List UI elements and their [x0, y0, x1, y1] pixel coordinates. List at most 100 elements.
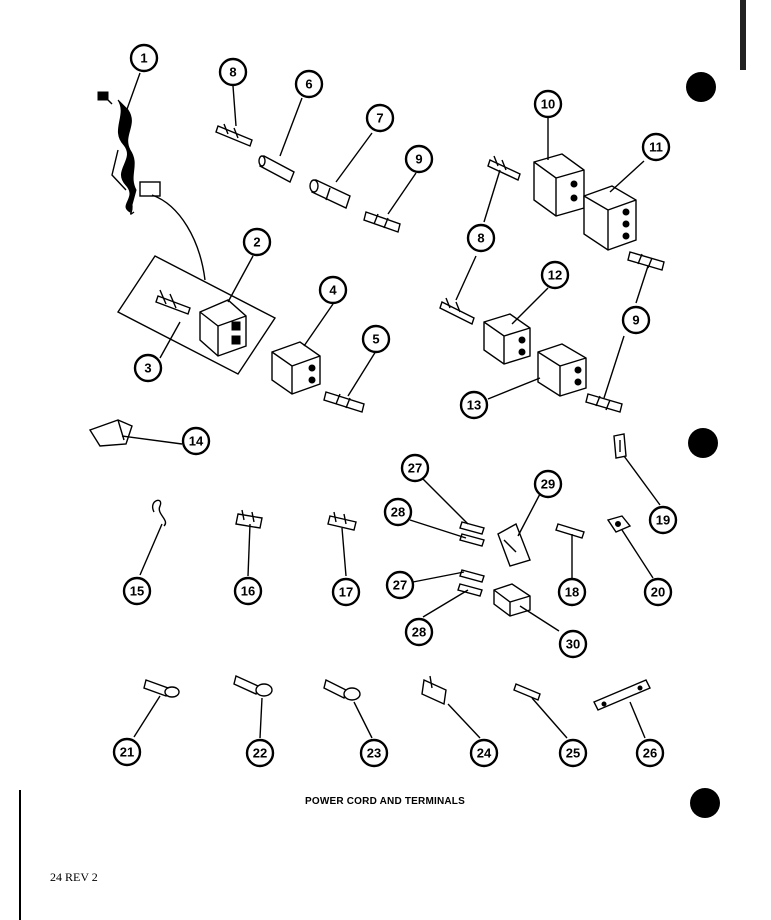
svg-text:8: 8 [477, 231, 484, 246]
svg-text:16: 16 [241, 584, 255, 599]
ring-terminal-21 [143, 679, 180, 698]
callout-16: 16 [233, 576, 263, 606]
svg-text:19: 19 [656, 513, 670, 528]
callout-26: 26 [635, 738, 665, 768]
power-cord-bundle [97, 91, 206, 281]
crimp-terminal-17 [327, 511, 357, 531]
receptacle-terminal-9 [363, 211, 665, 413]
sleeve-connector-7 [309, 179, 351, 209]
svg-text:27: 27 [408, 461, 422, 476]
crimp-terminal-16 [235, 509, 263, 529]
terminal-25 [513, 683, 541, 701]
callout-27a: 27 [400, 453, 430, 483]
svg-text:9: 9 [415, 152, 422, 167]
callout-10: 10 [533, 89, 563, 119]
svg-text:7: 7 [376, 111, 383, 126]
callout-2: 2 [242, 227, 272, 257]
callout-20: 20 [643, 577, 673, 607]
connector-block-12 [483, 313, 531, 365]
svg-text:10: 10 [541, 97, 555, 112]
callout-30: 30 [558, 629, 588, 659]
connector-inset [116, 255, 277, 375]
svg-text:25: 25 [566, 746, 580, 761]
svg-text:11: 11 [649, 140, 663, 155]
svg-text:4: 4 [329, 283, 337, 298]
svg-text:2: 2 [253, 235, 260, 250]
terminal-27-28 [457, 521, 485, 597]
svg-text:30: 30 [566, 637, 580, 652]
svg-text:13: 13 [467, 398, 481, 413]
diagram-caption: POWER CORD AND TERMINALS [305, 796, 465, 807]
callout-28a: 28 [383, 497, 413, 527]
callout-8b: 8 [466, 223, 496, 253]
connector-housing-4 [271, 341, 321, 395]
callout-25: 25 [558, 738, 588, 768]
callout-11: 11 [641, 132, 671, 162]
callout-27b: 27 [385, 570, 415, 600]
clip-19 [613, 433, 627, 459]
ring-terminal-23 [323, 678, 361, 701]
svg-text:18: 18 [565, 585, 579, 600]
pin-terminal-5 [323, 391, 365, 413]
svg-text:12: 12 [548, 268, 562, 283]
callout-12: 12 [540, 260, 570, 290]
page-number: 24 REV 2 [50, 870, 98, 884]
svg-text:20: 20 [651, 585, 665, 600]
callout-17: 17 [331, 577, 361, 607]
callout-6: 6 [294, 69, 324, 99]
callout-7: 7 [365, 103, 395, 133]
connector-block-11 [583, 185, 637, 251]
svg-text:5: 5 [372, 332, 379, 347]
callout-22: 22 [245, 738, 275, 768]
scan-marks [19, 0, 746, 920]
svg-text:8: 8 [229, 65, 236, 80]
insulator-housing-29 [497, 522, 531, 567]
terminal-8 [215, 123, 521, 325]
bracket-clip-14 [88, 419, 133, 447]
svg-text:17: 17 [339, 585, 353, 600]
binder-hole-bottom [690, 788, 720, 818]
svg-text:3: 3 [144, 361, 151, 376]
binder-hole-top [686, 72, 716, 102]
callout-5: 5 [361, 324, 391, 354]
callout-19: 19 [648, 505, 678, 535]
callout-1: 1 [129, 43, 159, 73]
svg-text:9: 9 [632, 313, 639, 328]
callout-24: 24 [469, 738, 499, 768]
svg-text:28: 28 [391, 505, 405, 520]
svg-text:24: 24 [477, 746, 492, 761]
connector-20 [606, 515, 632, 533]
callout-14: 14 [181, 426, 211, 456]
svg-text:22: 22 [253, 746, 267, 761]
connector-block-10 [533, 153, 585, 217]
insulating-sleeve-6 [258, 155, 295, 183]
svg-text:6: 6 [305, 77, 312, 92]
svg-text:21: 21 [120, 745, 134, 760]
callout-9b: 9 [621, 305, 651, 335]
svg-text:14: 14 [189, 434, 204, 449]
leader-lines [121, 72, 661, 739]
callout-23: 23 [359, 738, 389, 768]
callout-29: 29 [533, 469, 563, 499]
flag-terminal-24 [421, 675, 447, 706]
svg-text:23: 23 [367, 746, 381, 761]
callout-4: 4 [318, 275, 348, 305]
svg-text:29: 29 [541, 477, 555, 492]
connector-block-13 [537, 343, 587, 397]
svg-text:26: 26 [643, 746, 657, 761]
svg-text:1: 1 [140, 51, 147, 66]
svg-text:28: 28 [412, 625, 426, 640]
svg-text:27: 27 [393, 578, 407, 593]
callout-13: 13 [459, 390, 489, 420]
wire-hook-15 [152, 499, 167, 527]
svg-text:15: 15 [130, 584, 144, 599]
callout-28b: 28 [404, 617, 434, 647]
callout-9a: 9 [404, 144, 434, 174]
callout-15: 15 [122, 576, 152, 606]
ground-strap-26 [593, 679, 651, 711]
connector-30 [493, 583, 531, 617]
ring-terminal-22 [233, 675, 273, 697]
callout-3: 3 [133, 353, 163, 383]
